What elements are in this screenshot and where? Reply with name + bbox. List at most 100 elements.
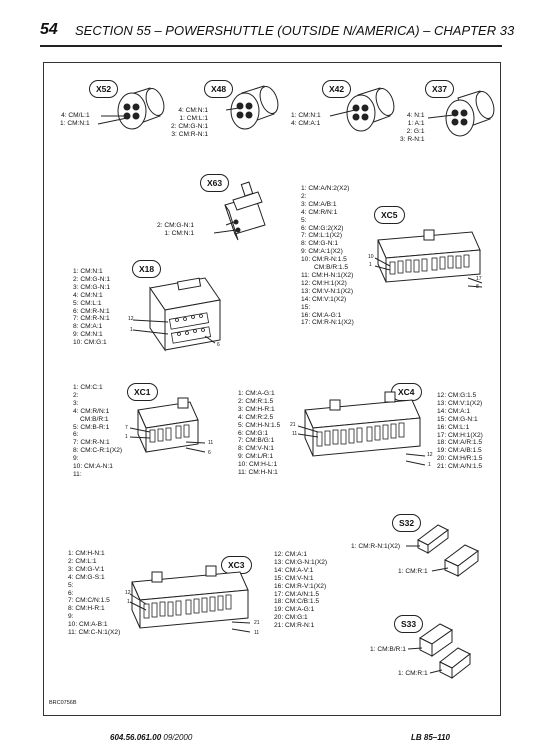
xc4-pin: 2: CM:R:1.5 (238, 397, 274, 405)
xc4-pin: 13: CM:V:1(X2) (437, 399, 483, 407)
xc3-callout-11: 11 (254, 630, 260, 636)
xc5-pin: 10: CM:R-N:1.5 (301, 256, 347, 264)
xc3-callout-21: 21 (254, 620, 260, 626)
xc3-callout-12: 12 (125, 590, 131, 596)
xc3-callout-1: 1 (127, 599, 130, 605)
x48-pin: 1: CM:L:1 (179, 114, 209, 122)
xc3-pin: 7: CM:C/N:1.5 (68, 597, 110, 605)
x37-pin: 4: N:1 (406, 112, 425, 119)
x37-pin: 2: G:1 (406, 127, 425, 135)
x18-callout-12: 12 (128, 316, 134, 322)
xc3-pin: 2: CM:L:1 (68, 557, 97, 565)
xc1-pin: 10: CM:A-N:1 (73, 463, 113, 471)
xc4-pin: 1: CM:A-G:1 (238, 390, 275, 397)
xc5-pin: 12: CM:H:1(X2) (301, 279, 347, 287)
xc4-pin: 14: CM:A:1 (437, 407, 470, 415)
xc5-pin: 8: CM:G-N:1 (301, 240, 339, 248)
xc3-pin: 20: CM:G:1 (274, 614, 308, 622)
xc5-pin: 6: CM:G:2(X2) (301, 224, 344, 232)
xc4-callout-21: 21 (290, 422, 296, 428)
xc4-pin: 15: CM:G-N:1 (437, 415, 478, 423)
xc4-pin: 19: CM:A/B:1.5 (437, 447, 482, 455)
figure-reference: BRC0756B (49, 700, 77, 706)
x42-pin-list: 1: CM:N:1 4: CM:A:1 (291, 112, 321, 128)
x18-pin: 4: CM:N:1 (73, 291, 103, 299)
x18-tag: X18 (132, 260, 162, 278)
xc5-tag: XC5 (374, 206, 405, 224)
xc1-callout-7: 7 (125, 425, 128, 431)
xc4-pin-list-right: 12: CM:G:1.5 13: CM:V:1(X2) 14: CM:A:1 1… (437, 392, 483, 471)
xc5-pin: 1: CM:A/N:2(X2) (301, 185, 350, 192)
xc1-pin: 9: (73, 455, 79, 463)
xc4-pin: 11: CM:H-N:1 (238, 469, 278, 477)
xc4-pin: 8: CM:V-N:1 (238, 445, 274, 453)
xc3-pin: 15: CM:V-N:1 (274, 574, 314, 582)
xc3-pin: 19: CM:A-G:1 (274, 606, 315, 614)
x18-pin: 10: CM:G:1 (73, 339, 107, 347)
x18-pin: 2: CM:G-N:1 (73, 275, 111, 283)
xc3-pin: 9: (68, 613, 74, 621)
xc1-pin: 7: CM:R-N:1 (73, 439, 110, 447)
xc3-pin: 17: CM:A/N:1.5 (274, 590, 320, 598)
xc4-pin: 5: CM:H-N:1.5 (238, 421, 281, 429)
xc3-pin: 13: CM:G-N:1(X2) (274, 558, 328, 566)
page-number: 54 (40, 21, 58, 38)
x18-callout-1: 1 (130, 327, 133, 333)
x18-callout-6: 6 (217, 342, 220, 348)
xc5-callout-1: 1 (369, 262, 372, 268)
xc5-pin-list: 1: CM:A/N:2(X2) 2: 3: CM:A/B:1 4: CM:R/N… (301, 185, 354, 327)
xc5-pin: 17: CM:R-N:1(X2) (301, 319, 354, 327)
xc4-pin: 7: CM:B/G:1 (238, 437, 275, 445)
xc1-callout-1: 1 (125, 434, 128, 440)
xc4-pin: 17: CM:H:1(X2) (437, 431, 483, 439)
footer-doc-number: 604.56.061.00 (110, 733, 162, 742)
x63-tag: X63 (200, 174, 230, 192)
xc4-pin: 21: CM:A/N:1.5 (437, 463, 483, 471)
xc3-pin-list-right: 12: CM:A:1 13: CM:G-N:1(X2) 14: CM:A-V:1… (274, 551, 327, 630)
footer-doc: 604.56.061.00 09/2000 (110, 733, 192, 742)
xc5-pin: 2: (301, 192, 307, 200)
x63-pin: 2: CM:G-N:1 (157, 222, 195, 229)
xc5-pin: 16: CM:A-G:1 (301, 311, 342, 319)
xc3-pin: 1: CM:H-N:1 (68, 550, 105, 557)
xc5-pin: 7: CM:L:1(X2) (301, 232, 343, 240)
xc5-pin: 5: (301, 216, 307, 224)
xc1-tag: XC1 (127, 383, 158, 401)
x18-pin: 8: CM:A:1 (73, 323, 103, 331)
x42-pin: 1: CM:N:1 (291, 112, 321, 119)
xc1-pin: 4: CM:R/N:1 (73, 407, 110, 415)
x18-pin: 3: CM:G-N:1 (73, 283, 111, 291)
x52-pin-list: 4: CM/L:1 1: CM:N:1 (60, 112, 90, 128)
s33-pin: 1: CM:R:1 (398, 670, 428, 677)
xc1-pin: 3: (73, 399, 79, 407)
x18-pin: 7: CM:R-N:1 (73, 315, 110, 323)
xc1-pin: CM:B/R:1 (80, 415, 109, 423)
x42-pin: 4: CM:A:1 (291, 119, 321, 127)
footer-model: LB 85–110 (411, 733, 450, 742)
xc4-callout-12: 12 (427, 452, 433, 458)
xc5-callout-17: 17 (476, 276, 482, 282)
xc1-pin-list: 1: CM:C:1 2: 3: 4: CM:R/N:1 CM:B/R:1 5: … (73, 384, 122, 479)
xc5-pin: 13: CM:V-N:1(X2) (301, 287, 354, 295)
x37-tag: X37 (425, 80, 455, 98)
xc3-pin: 8: CM:H-R:1 (68, 605, 105, 613)
header-rule (40, 45, 502, 47)
xc3-pin: 14: CM:A-V:1 (274, 566, 314, 574)
x63-pin: 1: CM:N:1 (164, 229, 195, 237)
xc3-pin: 4: CM:G-S:1 (68, 573, 105, 581)
x52-pin: 4: CM/L:1 (61, 112, 90, 119)
x42-tag: X42 (322, 80, 352, 98)
xc1-pin: 5: CM:B-R:1 (73, 423, 110, 431)
xc3-pin: 6: (68, 589, 74, 597)
x48-pin-list: 4: CM:N:1 1: CM:L:1 2: CM:G-N:1 3: CM:R-… (171, 107, 208, 139)
xc3-pin: 12: CM:A:1 (274, 551, 307, 558)
